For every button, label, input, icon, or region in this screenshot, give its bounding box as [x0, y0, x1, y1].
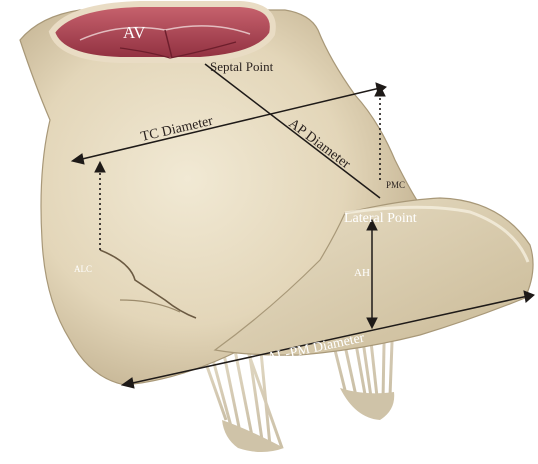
ap-diameter-line — [204, 63, 381, 199]
coaptation-line — [99, 249, 197, 319]
leaflet-crease — [119, 299, 181, 313]
label-ah: AH — [354, 267, 370, 279]
al-pm-diameter-line — [127, 295, 529, 385]
papillary-muscle-posteromedial — [340, 388, 395, 420]
label-septal-point: Septal Point — [210, 59, 274, 74]
aortic-valve — [48, 1, 276, 63]
label-pmc: PMC — [386, 180, 405, 190]
tc-diameter-line — [77, 87, 381, 161]
papillary-muscle-anterolateral — [222, 420, 284, 452]
label-av: AV — [123, 23, 146, 42]
measurement-lines — [70, 63, 535, 389]
label-alc: ALC — [74, 264, 92, 274]
posterior-leaflet — [213, 197, 534, 356]
posterior-leaflet-rim — [344, 205, 530, 263]
label-lateral-point: Lateral Point — [344, 211, 417, 226]
